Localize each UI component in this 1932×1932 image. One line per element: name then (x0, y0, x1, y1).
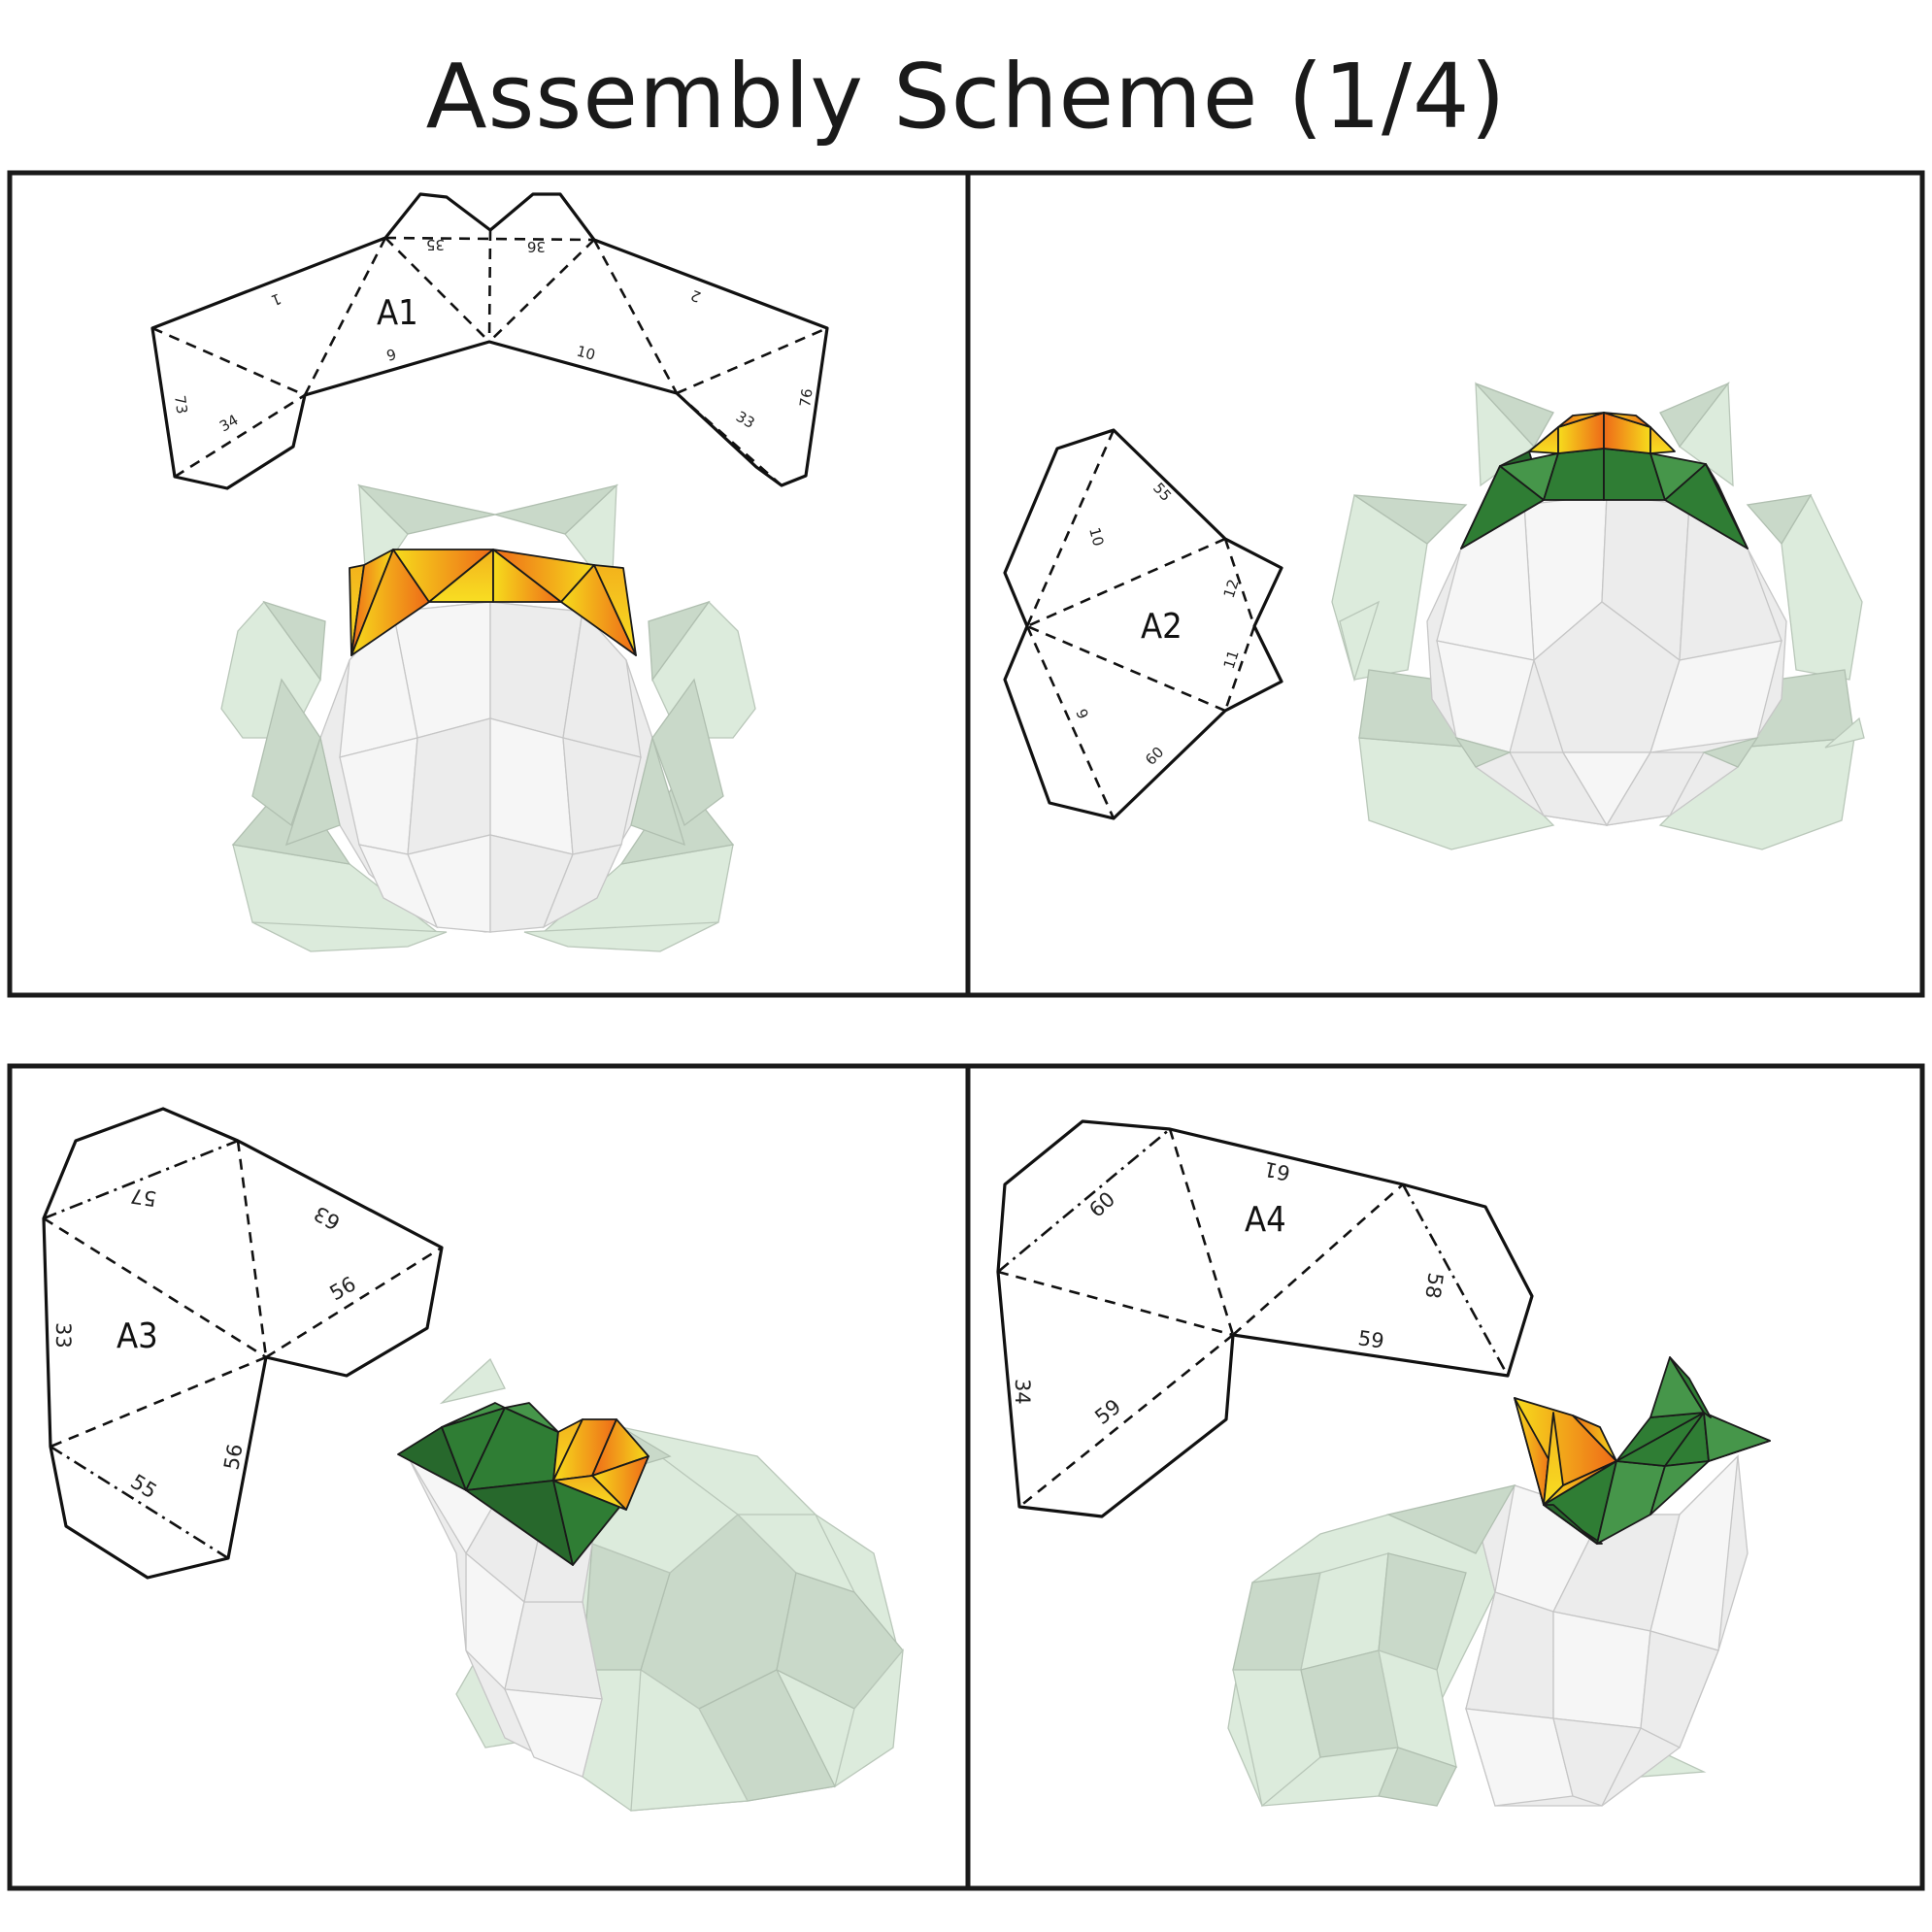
net-a2: A2 55 10 12 11 9 60 (1005, 430, 1282, 818)
part-label: A2 (1141, 607, 1183, 647)
edge-number: 73 (171, 394, 190, 415)
net-a1: A1 35 36 1 2 9 10 73 34 33 76 (152, 194, 827, 488)
frog-model-back (1332, 383, 1864, 849)
edge-number: 35 (426, 236, 445, 253)
part-label: A3 (117, 1316, 158, 1356)
net-a3: A3 57 63 56 33 56 55 (44, 1109, 442, 1578)
panel-2: A2 55 10 12 11 9 60 (1005, 383, 1864, 849)
panel-4: A4 61 60 58 59 34 59 (998, 1121, 1770, 1806)
part-label: A1 (377, 293, 418, 333)
edge-number: 59 (1356, 1326, 1385, 1352)
panel-3: A3 57 63 56 33 56 55 (44, 1109, 903, 1811)
panel-1: A1 35 36 1 2 9 10 73 34 33 76 (152, 194, 827, 951)
part-label: A4 (1245, 1200, 1286, 1240)
edge-number: 58 (1420, 1271, 1447, 1300)
edge-number: 56 (219, 1442, 247, 1471)
frog-model-left (398, 1359, 903, 1811)
edge-number: 33 (51, 1322, 75, 1349)
edge-number: 57 (129, 1183, 158, 1210)
frog-model-right (1228, 1357, 1770, 1806)
edge-number: 36 (527, 238, 546, 255)
frog-model-front (221, 485, 755, 951)
edge-number: 34 (1011, 1379, 1034, 1405)
edge-number: 76 (796, 387, 816, 408)
net-a4: A4 61 60 58 59 34 59 (998, 1121, 1532, 1516)
